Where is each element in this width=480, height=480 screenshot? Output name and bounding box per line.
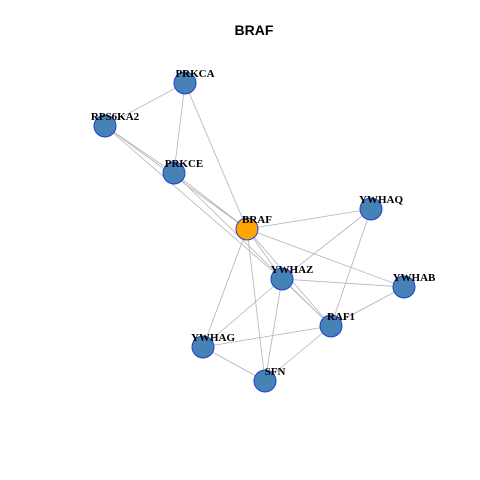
edge-rps6ka2-prkce [104,125,175,174]
edge-braf-ywhaq [246,208,372,230]
edge-braf-sfn [246,228,266,382]
node-label-braf: BRAF [242,214,272,226]
node-circle-raf1 [319,314,343,338]
edge-braf-ywhag [202,228,248,348]
edge-raf1-sfn [264,325,332,382]
edge-layer [104,82,405,382]
node-circle-ywhaq [359,197,383,221]
node-circle-prkce [162,161,186,185]
node-label-prkce: PRKCE [165,158,204,170]
node-circle-sfn [253,369,277,393]
node-label-raf1: RAF1 [327,311,355,323]
node-label-ywhag: YWHAG [191,332,235,344]
node-braf: BRAF [235,214,272,241]
node-label-prkca: PRKCA [175,68,214,80]
node-circle-ywhab [392,275,416,299]
edge-prkca-prkce [173,82,186,174]
edge-ywhab-raf1 [330,286,405,327]
node-label-ywhab: YWHAB [393,272,436,284]
node-prkce: PRKCE [162,158,204,185]
node-ywhaz: YWHAZ [270,264,314,291]
node-label-sfn: SFN [265,366,286,378]
node-circle-ywhaz [270,267,294,291]
diagram-title: BRAF [235,22,274,38]
edge-ywhaq-ywhaz [281,208,372,280]
node-ywhab: YWHAB [392,272,436,299]
edge-ywhaz-sfn [264,278,283,382]
node-label-ywhaz: YWHAZ [271,264,314,276]
node-sfn: SFN [253,366,286,393]
edge-ywhag-sfn [202,346,266,382]
node-label-ywhaq: YWHAQ [359,194,403,206]
edge-ywhaz-ywhab [281,278,405,288]
edge-braf-ywhab [246,228,405,288]
edge-prkca-rps6ka2 [104,82,186,127]
node-circle-ywhag [191,335,215,359]
node-circle-braf [235,217,259,241]
edge-ywhaz-ywhag [202,278,283,348]
node-ywhaq: YWHAQ [359,194,403,221]
edge-raf1-ywhag [202,325,332,348]
edge-prkca-braf [184,82,248,230]
edge-rps6ka2-ywhaz [104,125,283,280]
edge-ywhaq-raf1 [330,208,372,327]
edge-prkce-braf [173,172,248,230]
node-prkca: PRKCA [173,68,215,95]
node-ywhag: YWHAG [191,332,235,359]
node-circle-prkca [173,71,197,95]
node-raf1: RAF1 [319,311,355,338]
node-label-rps6ka2: RPS6KA2 [91,111,140,123]
node-rps6ka2: RPS6KA2 [91,111,140,138]
node-circle-rps6ka2 [93,114,117,138]
